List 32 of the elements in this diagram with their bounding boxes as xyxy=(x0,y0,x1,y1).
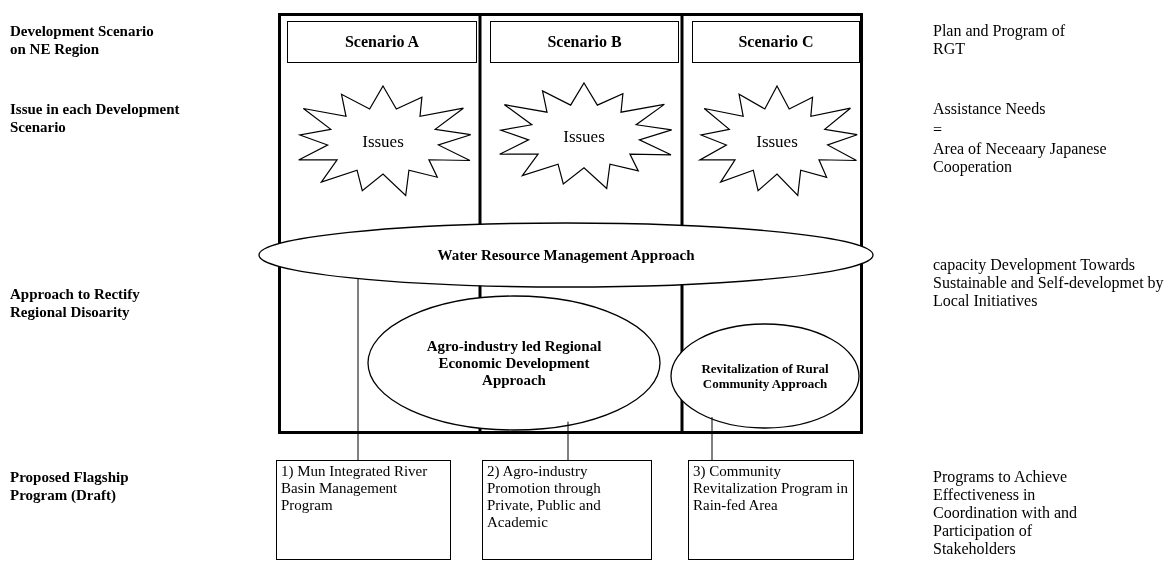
program-text: 2) Agro-industry Promotion through Private, Public and Academic xyxy=(487,463,602,531)
row-label: Assistance Needs xyxy=(933,100,1047,118)
row-label: Plan and Program of RGT xyxy=(933,22,1066,58)
program-box xyxy=(482,460,652,560)
heading-text: Water Resource Management Approach xyxy=(437,246,695,264)
heading-text: Scenario A xyxy=(344,33,420,51)
heading-text: Scenario B xyxy=(547,33,622,51)
scenario-header xyxy=(490,21,679,63)
program-box xyxy=(276,460,451,560)
scenario-header xyxy=(692,21,860,63)
row-label: Area of Neceaary Japanese Cooperation xyxy=(933,140,1108,176)
program-box xyxy=(688,460,854,560)
heading-text: Scenario C xyxy=(738,33,814,51)
row-label: Approach to Rectify Regional Disoarity xyxy=(10,285,141,321)
row-label: Programs to Achieve Effectiveness in Coordination with and Participation of Stakeholders xyxy=(933,468,1078,558)
issues-label: Issues xyxy=(563,126,605,146)
row-label: = xyxy=(933,121,944,139)
program-text: 1) Mun Integrated River Basin Management Program xyxy=(281,463,429,514)
scenario-header xyxy=(287,21,477,63)
connector-line xyxy=(567,421,569,461)
connector-line xyxy=(357,278,359,461)
row-label: Issue in each Development Scenario xyxy=(10,100,181,136)
connector-line xyxy=(711,416,713,461)
row-label: capacity Development Towards Sustainable and Self-developmet by Local Initiatives xyxy=(933,256,1165,310)
program-text: 3) Community Revitalization Program in Rain-fed Area xyxy=(693,463,849,514)
issues-label: Issues xyxy=(362,131,404,151)
scenario-frame xyxy=(278,13,863,434)
issues-label: Issues xyxy=(756,131,798,151)
heading-text: Revitalization of Rural Community Approach xyxy=(700,361,830,391)
heading-text: Agro-industry led Regional Economic Development Approach xyxy=(425,337,603,389)
row-label: Proposed Flagship Program (Draft) xyxy=(10,468,130,504)
row-label: Development Scenario on NE Region xyxy=(10,22,155,58)
